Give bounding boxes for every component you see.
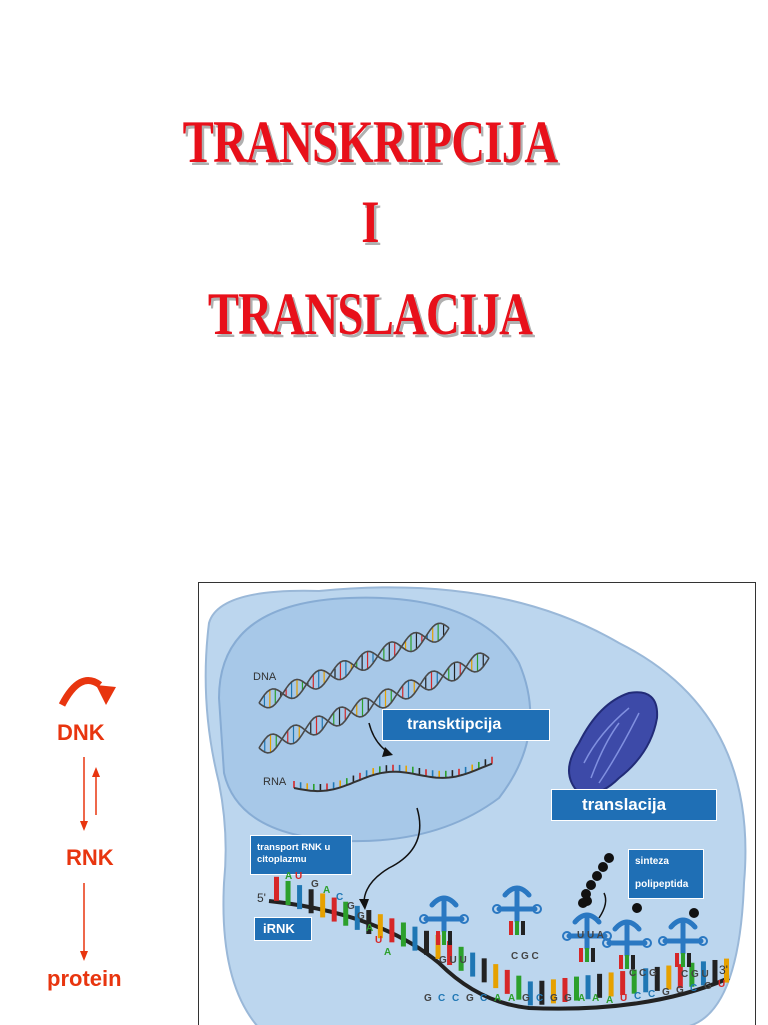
mrna-base-letter: G — [550, 993, 558, 1004]
mrna-base-letter: G — [564, 993, 572, 1004]
synthesis-line-2: polipeptida — [635, 879, 689, 890]
mrna-base-letter: A — [578, 993, 586, 1004]
trna-anticodon-letters: U U A — [577, 930, 604, 941]
mrna-base-letter: A — [384, 947, 392, 958]
mrna-base-letter: C — [480, 993, 488, 1004]
mrna-base-letter: A — [606, 995, 614, 1006]
five-prime-label: 5' — [257, 891, 266, 905]
mrna-base-letter: C — [536, 993, 544, 1004]
flow-protein-label: protein — [47, 966, 122, 991]
mrna-base-letter: C — [438, 993, 446, 1004]
mrna-base-letter: C — [452, 993, 460, 1004]
mrna-base-letter: G — [466, 993, 474, 1004]
trna-anticodon-letters: C G C — [511, 951, 539, 962]
synthesis-line-1: sinteza — [635, 856, 669, 867]
mrna-base-letter: A — [323, 885, 331, 896]
rna-strand — [293, 756, 493, 793]
dna-double-helix — [258, 622, 490, 754]
mrna-base-letter: C — [648, 989, 656, 1000]
irnk-box: iRNK — [254, 917, 312, 941]
trna-molecules — [419, 885, 708, 969]
mrna-base-letter: C — [634, 991, 642, 1002]
mrna-base-letter: A — [494, 993, 502, 1004]
mrna-base-letter: U — [620, 993, 628, 1004]
synthesis-box: sinteza polipeptida — [628, 849, 704, 899]
mrna-base-letter: G — [676, 985, 684, 996]
rna-label: RNA — [263, 776, 287, 788]
transport-arrow — [363, 807, 421, 904]
trna-anticodon-letters: C C G — [629, 968, 657, 979]
replication-curved-arrow — [58, 677, 103, 707]
mrna-base-letter: A — [592, 993, 600, 1004]
mrna-base-letter: A — [366, 923, 374, 934]
replication-arrowhead — [96, 685, 116, 705]
mrna-base-letter: U — [375, 935, 383, 946]
three-prime-label: 3' — [719, 963, 728, 977]
translation-box: translacija — [551, 789, 717, 821]
title-line-2: I — [361, 189, 379, 255]
trna-anticodon-letters: C G U — [681, 969, 709, 980]
flow-rnk-label: RNK — [66, 845, 114, 870]
mrna-base-letter: G — [357, 911, 365, 922]
mrna-base-letter: U — [718, 979, 726, 990]
mrna-base-letter: G — [522, 993, 530, 1004]
mrna-base-letter: C — [336, 892, 344, 903]
mrna-base-letter: G — [424, 993, 432, 1004]
transcription-box: transktipcija — [382, 709, 550, 741]
mitochondrion — [568, 691, 659, 795]
mrna-base-letter: A — [285, 871, 293, 882]
title-line-1: TRANSKRIPCIJA — [182, 109, 558, 175]
cell-diagram: DNA RNA 5' 3' transktipcija translacija … — [198, 582, 756, 1025]
mrna-base-letter: U — [295, 871, 303, 882]
mrna-base-letter: A — [508, 993, 516, 1004]
transport-box: transport RNK u citoplazmu — [250, 835, 352, 875]
title-line-3: TRANSLACIJA — [207, 281, 533, 347]
dna-label: DNA — [253, 671, 277, 683]
mrna-base-letter: G — [704, 981, 712, 992]
mrna-base-letter: G — [662, 987, 670, 998]
mrna-base-letter: G — [347, 901, 355, 912]
trna-anticodon-letters: G U U — [439, 955, 467, 966]
mrna-base-letter: G — [311, 879, 319, 890]
cell-illustration — [204, 586, 747, 1025]
mrna-backbone — [268, 899, 730, 1011]
mrna-base-letter: C — [690, 983, 698, 994]
mrna-bases — [274, 876, 729, 1006]
central-dogma-arrows — [58, 677, 116, 961]
polypeptide-chain — [578, 853, 614, 919]
flow-dnk-label: DNK — [57, 720, 105, 745]
